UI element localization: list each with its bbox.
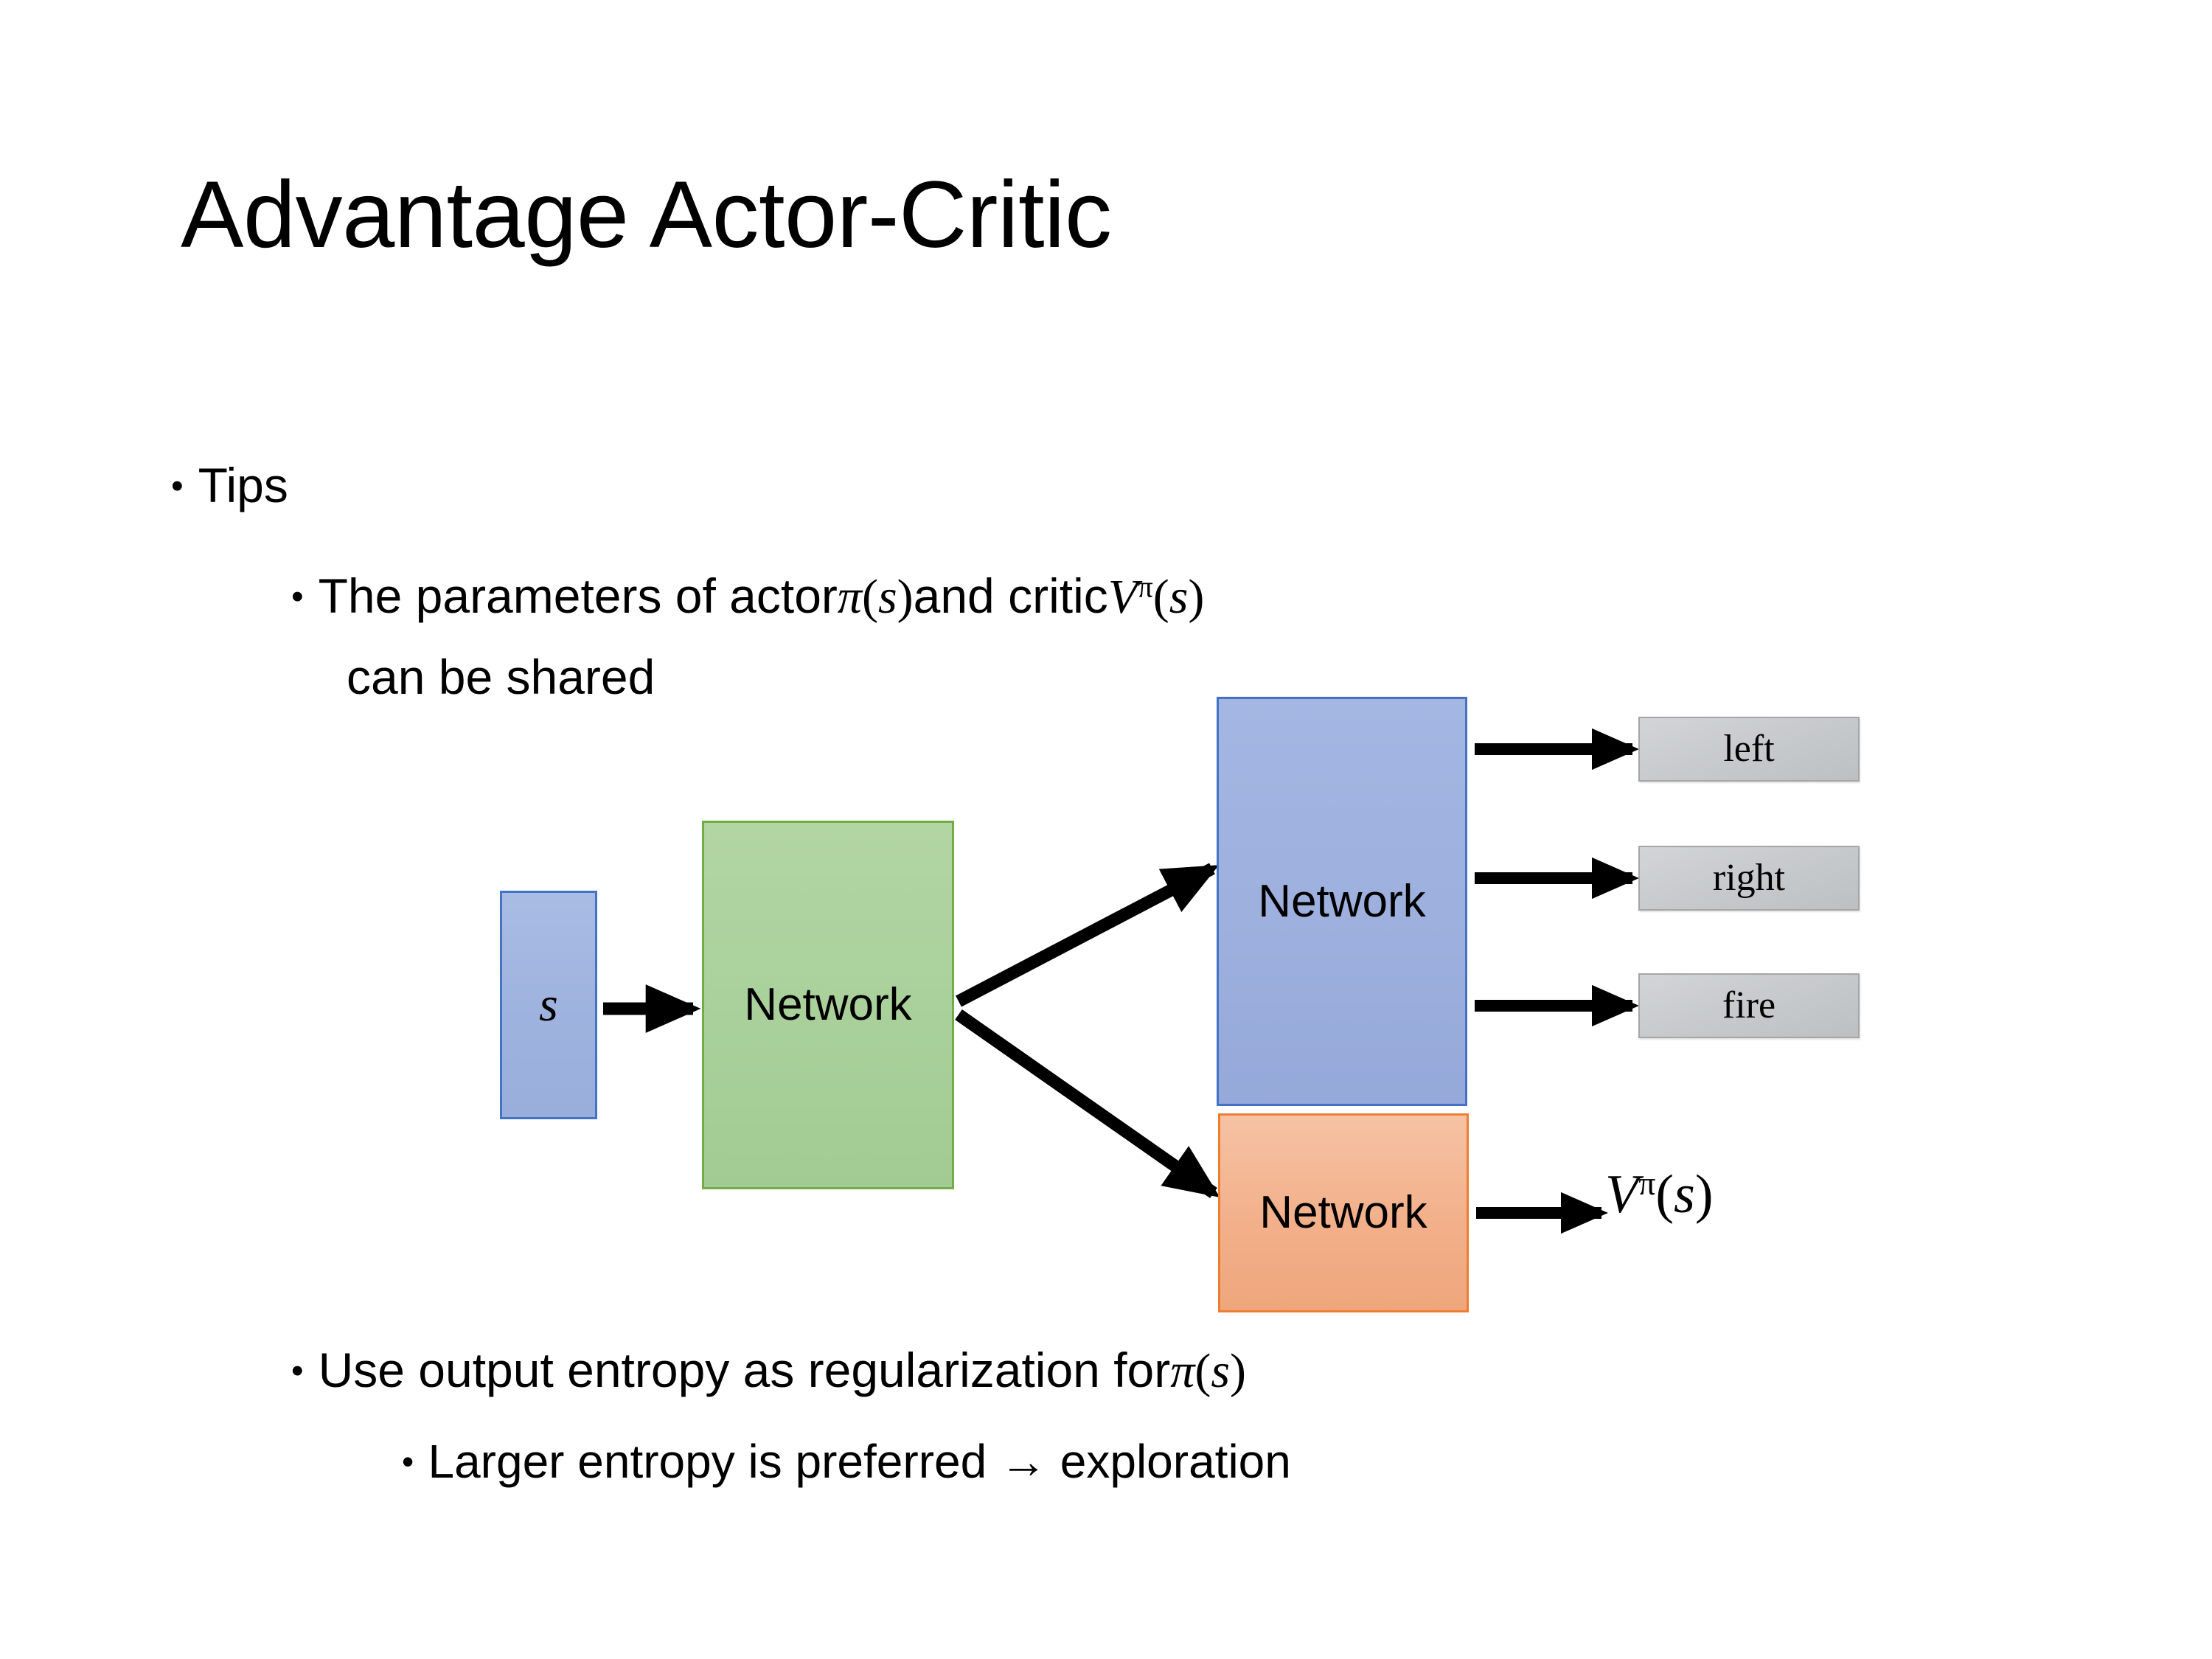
pi-superscript: π: [1138, 570, 1153, 604]
critic-network-box[interactable]: Network: [1218, 1113, 1469, 1312]
action-output-right[interactable]: right: [1638, 846, 1860, 911]
pi-symbol: π: [1170, 1344, 1195, 1398]
s-symbol: s: [1674, 1164, 1695, 1225]
action-output-fire[interactable]: fire: [1638, 973, 1860, 1038]
arrow-shared-to-actor: [956, 863, 1220, 1007]
paren-close: ): [1188, 570, 1205, 624]
bullet-larger-entropy: • Larger entropy is preferred → explorati…: [402, 1434, 1291, 1489]
page-title: Advantage Actor-Critic: [181, 162, 1112, 268]
critic-value-output-label: Vπ(s): [1605, 1164, 1714, 1226]
math-pi-actor: π(s): [1170, 1344, 1246, 1398]
bullet-tips: • Tips: [171, 457, 288, 513]
pi-superscript: π: [1638, 1164, 1656, 1203]
s-symbol: s: [1211, 1344, 1230, 1398]
action-label: right: [1712, 857, 1786, 899]
actor-network-label: Network: [1258, 875, 1426, 927]
paren-open: (: [1194, 1344, 1211, 1398]
state-input-box[interactable]: s: [500, 891, 597, 1119]
critic-network-label: Network: [1259, 1187, 1427, 1238]
paren-close: ): [1230, 1344, 1246, 1398]
paren-close: ): [897, 570, 914, 624]
bullet-marker-icon: •: [291, 577, 304, 617]
action-label: left: [1723, 728, 1775, 770]
math-pi-actor: π(s): [838, 570, 914, 624]
paren-open: (: [861, 570, 878, 624]
bullet-params-text-mid: and critic: [913, 568, 1108, 623]
shared-network-label: Network: [744, 979, 912, 1030]
bullet-marker-icon: •: [171, 467, 184, 507]
paren-open: (: [1152, 570, 1169, 624]
action-label: fire: [1722, 984, 1776, 1026]
paren-close: ): [1694, 1164, 1714, 1225]
bullet-entropy-text: Use output entropy as regularization for: [318, 1343, 1171, 1397]
bullet-marker-icon: •: [291, 1352, 304, 1391]
paren-open: (: [1655, 1164, 1674, 1225]
bullet-larger-entropy-label: Larger entropy is preferred → exploratio…: [428, 1435, 1291, 1488]
pi-symbol: π: [837, 570, 862, 624]
v-symbol: V: [1605, 1164, 1639, 1225]
bullet-params-continuation: can be shared: [347, 650, 655, 704]
arrow-shared-to-critic: [955, 1009, 1220, 1198]
s-symbol: s: [1169, 570, 1189, 624]
actor-network-box[interactable]: Network: [1217, 697, 1467, 1106]
action-output-left[interactable]: left: [1638, 717, 1860, 782]
shared-network-box[interactable]: Network: [702, 821, 954, 1189]
state-input-label: s: [539, 978, 558, 1032]
bullet-params-text-pre: The parameters of actor: [318, 568, 838, 623]
math-v-pi-critic: Vπ(s): [1108, 570, 1205, 624]
s-symbol: s: [877, 570, 897, 624]
bullet-tips-label: Tips: [198, 458, 288, 512]
bullet-marker-icon: •: [402, 1442, 414, 1481]
v-symbol: V: [1107, 570, 1138, 624]
bullet-entropy-regularization: • Use output entropy as regularization fo…: [291, 1342, 1246, 1399]
bullet-shared-parameters: •The parameters of actor π(s) and critic…: [291, 568, 1204, 625]
bullet-shared-parameters-line2: can be shared: [347, 649, 655, 705]
